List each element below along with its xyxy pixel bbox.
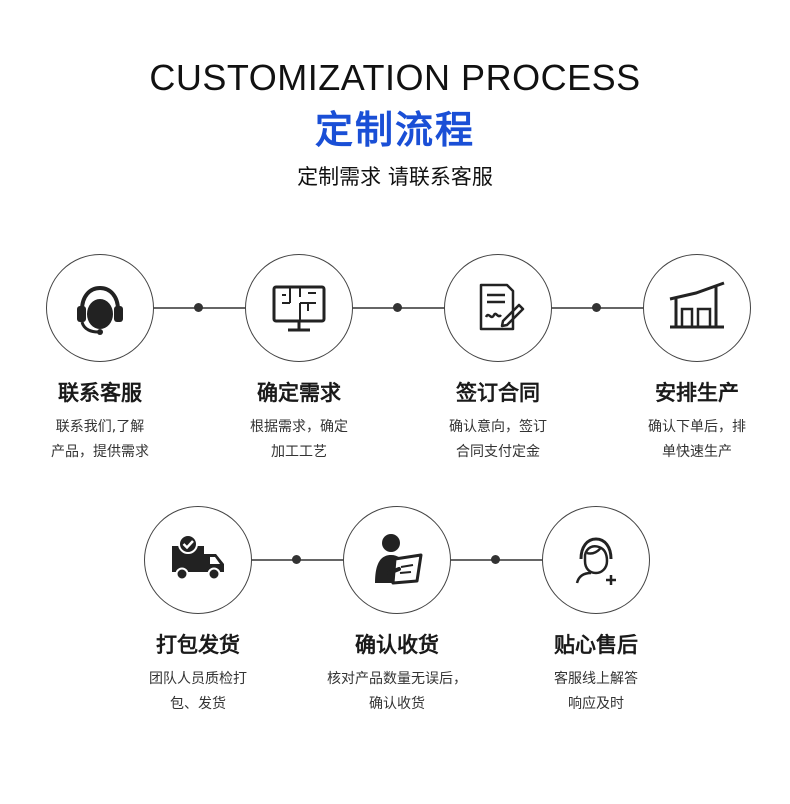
step-2-title: 确定需求	[257, 381, 341, 405]
step-3-title: 签订合同	[456, 381, 540, 405]
step-2-description: 根据需求，确定 加工工艺	[209, 415, 389, 465]
page-title-chinese: 定制流程	[314, 108, 475, 152]
step-7-desc-line-1: 客服线上解答	[554, 671, 638, 687]
step-5-icon-circle	[144, 506, 252, 614]
page-subtitle: 定制需求 请联系客服	[297, 165, 493, 189]
step-6-desc-line-2: 确认收货	[369, 696, 425, 712]
connector-dot	[194, 303, 203, 312]
floorplan-icon	[272, 285, 326, 332]
aftersales-icon	[575, 537, 616, 585]
step-4-description: 确认下单后，排 单快速生产	[607, 415, 787, 465]
step-3-description: 确认意向，签订 合同支付定金	[408, 415, 588, 465]
step-1-title: 联系客服	[58, 381, 142, 405]
step-5-description: 团队人员质检打 包、发货	[108, 667, 288, 717]
headset-icon	[77, 285, 123, 335]
step-5-title: 打包发货	[156, 633, 240, 657]
connector-dot	[592, 303, 601, 312]
receive-check-icon	[375, 534, 423, 585]
connector-dot	[491, 555, 500, 564]
step-3-desc-line-1: 确认意向，签订	[449, 419, 547, 435]
step-2-desc-line-1: 根据需求，确定	[250, 419, 348, 435]
step-6-desc-line-1: 核对产品数量无误后，	[327, 671, 467, 687]
step-2-desc-line-2: 加工工艺	[271, 444, 327, 460]
connector-dot	[393, 303, 402, 312]
step-6-description: 核对产品数量无误后， 确认收货	[307, 667, 487, 717]
step-7-desc-line-2: 响应及时	[568, 696, 624, 712]
contract-icon	[479, 283, 525, 331]
step-4-icon-circle	[643, 254, 751, 362]
factory-icon	[669, 281, 725, 329]
step-6-title: 确认收货	[355, 633, 439, 657]
step-6-icon-circle	[343, 506, 451, 614]
step-4-desc-line-2: 单快速生产	[662, 444, 732, 460]
step-7-icon-circle	[542, 506, 650, 614]
step-4-desc-line-1: 确认下单后，排	[648, 419, 746, 435]
step-1-icon-circle	[46, 254, 154, 362]
step-1-description: 联系我们,了解 产品，提供需求	[10, 415, 190, 465]
step-3-desc-line-2: 合同支付定金	[456, 444, 540, 460]
step-4-title: 安排生产	[655, 381, 739, 405]
step-1-desc-line-1: 联系我们,了解	[55, 419, 145, 435]
step-3-icon-circle	[444, 254, 552, 362]
step-5-desc-line-1: 团队人员质检打	[149, 671, 247, 687]
connector-dot	[292, 555, 301, 564]
step-2-icon-circle	[245, 254, 353, 362]
step-1-desc-line-2: 产品，提供需求	[51, 444, 149, 460]
step-7-title: 贴心售后	[554, 633, 638, 657]
page-title-english: CUSTOMIZATION PROCESS	[149, 57, 641, 98]
step-5-desc-line-2: 包、发货	[170, 696, 226, 712]
delivery-truck-icon	[172, 534, 224, 581]
step-7-description: 客服线上解答 响应及时	[506, 667, 686, 717]
